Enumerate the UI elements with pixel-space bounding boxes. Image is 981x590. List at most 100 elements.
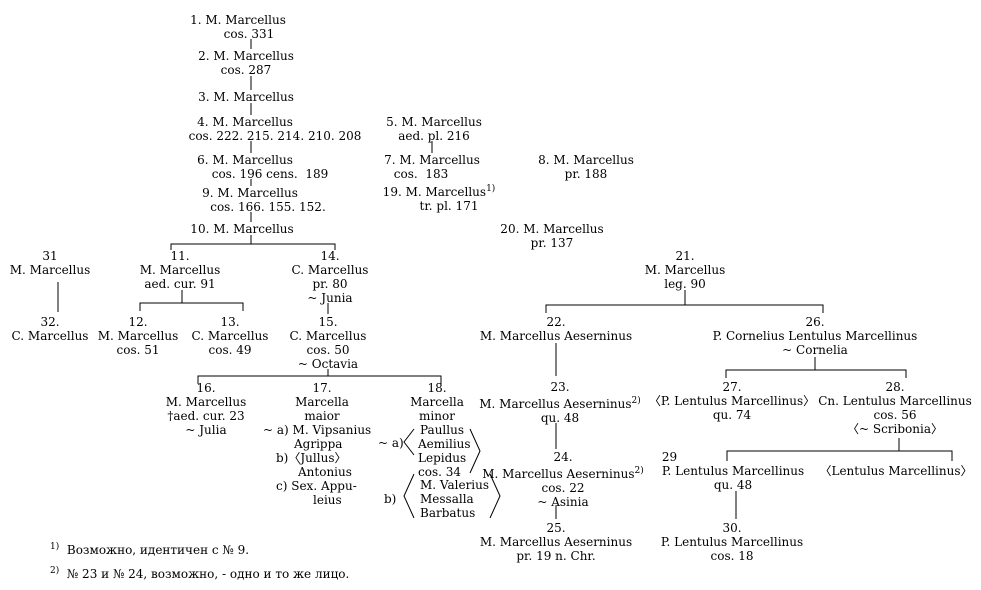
node-32-title: C. Marcellus (11, 329, 89, 343)
node-17: 17. Marcella maior (295, 381, 349, 423)
node-4-title: 4. M. Marcellus (197, 115, 293, 129)
node-29b: 〈Lentulus Marcellinus〉 (819, 464, 972, 478)
node-5-office: aed. pl. 216 (398, 129, 470, 143)
node-25: 25. M. Marcellus Aeserninus pr. 19 n. Ch… (480, 521, 632, 563)
node-32: 32. C. Marcellus (12, 315, 89, 343)
node-14-title: C. Marcellus (291, 263, 369, 277)
node-11-title: M. Marcellus (139, 263, 221, 277)
node-29-number: 29 (661, 450, 678, 464)
node-15: 15. C. Marcellus cos. 50 ~ Octavia (290, 315, 367, 371)
bracket-26-children (725, 357, 907, 378)
node-26-spouse: ~ Cornelia (782, 343, 848, 357)
node-17-spouse-b: b)〈Jullus〉 (263, 451, 371, 465)
node-18-a-line2: Aemilius (418, 437, 471, 451)
node-14-number: 14. (320, 249, 340, 263)
node-18-a-mark: ~ a) (378, 436, 404, 450)
bracket-10-children (170, 235, 336, 250)
node-15-spouse: ~ Octavia (297, 357, 359, 371)
angle-bracket-right-a (469, 428, 481, 474)
node-26: 26. P. Cornelius Lentulus Marcellinus ~ … (713, 315, 918, 357)
node-27-title: 〈P. Lentulus Marcellinus〉 (648, 394, 816, 408)
node-17-spouses: ~ a) M. Vipsanius Agrippa b)〈Jullus〉 Ant… (263, 423, 371, 507)
node-1-title: 1. M. Marcellus (190, 13, 286, 27)
node-5-title: 5. M. Marcellus (386, 115, 482, 129)
node-12: 12. M. Marcellus cos. 51 (98, 315, 178, 357)
node-19-office: tr. pl. 171 (419, 199, 479, 213)
node-16-office: †aed. cur. 23 (167, 409, 245, 423)
node-2-title: 2. M. Marcellus (198, 49, 294, 63)
node-16-number: 16. (196, 381, 216, 395)
node-31-title: M. Marcellus (9, 263, 91, 277)
node-2: 2. M. Marcellus cos. 287 (198, 49, 294, 77)
node-13: 13. C. Marcellus cos. 49 (192, 315, 269, 357)
node-11-office: aed. cur. 91 (144, 277, 216, 291)
node-8: 8. M. Marcellus pr. 188 (538, 153, 634, 181)
node-8-title: 8. M. Marcellus (538, 153, 634, 167)
node-12-number: 12. (128, 315, 148, 329)
node-17-b-mark: b) (276, 451, 289, 465)
node-23: 23. M. Marcellus Aeserninus2) qu. 48 (479, 380, 641, 425)
node-25-number: 25. (546, 521, 566, 535)
node-18-b-line1: M. Valerius (420, 478, 490, 492)
bracket-11-children (139, 290, 244, 311)
node-30-office: cos. 18 (710, 549, 754, 563)
node-19-note-mark: 1) (486, 184, 496, 194)
node-22-number: 22. (546, 315, 566, 329)
node-16-title: M. Marcellus (165, 395, 247, 409)
node-21: 21. M. Marcellus leg. 90 (645, 249, 725, 291)
node-27-office: qu. 74 (712, 408, 752, 422)
node-7: 7. M. Marcellus cos. 183 (384, 153, 480, 181)
footnote-2-mark: 2) (50, 566, 60, 576)
node-17-c-line2: leius (313, 493, 342, 507)
node-9-office: cos. 166. 155. 152. (210, 200, 326, 214)
node-21-number: 21. (675, 249, 695, 263)
node-1: 1. M. Marcellus cos. 331 (190, 13, 286, 41)
footnote-2: 2) № 23 и № 24, возможно, - одно и то же… (50, 566, 349, 581)
node-23-number: 23. (550, 380, 570, 394)
node-13-office: cos. 49 (208, 343, 252, 357)
node-18-number: 18. (427, 381, 447, 395)
node-30: 30. P. Lentulus Marcellinus cos. 18 (661, 521, 803, 563)
node-21-office: leg. 90 (664, 277, 706, 291)
node-17-spouse-c: c) Sex. Appu- (263, 479, 371, 493)
node-17-b-line1: 〈Jullus〉 (288, 451, 347, 465)
node-19-title: 19. M. Marcellus (382, 185, 487, 199)
angle-bracket-left-a (403, 428, 415, 456)
node-13-number: 13. (220, 315, 240, 329)
node-32-number: 32. (40, 315, 60, 329)
footnote-1-text: Возможно, идентичен с № 9. (66, 543, 250, 557)
node-17-b-line2: Antonius (298, 465, 352, 479)
node-28-spouse: 〈~ Scribonia〉 (846, 422, 943, 436)
node-27-number: 27. (722, 380, 742, 394)
node-26-title: P. Cornelius Lentulus Marcellinus (712, 329, 918, 343)
node-12-office: cos. 51 (116, 343, 160, 357)
node-4-office: cos. 222. 215. 214. 210. 208 (188, 129, 362, 143)
node-17-a-mark: ~ a) (263, 423, 289, 437)
node-17-c-line1: Sex. Appu- (291, 479, 357, 493)
node-9-title: 9. M. Marcellus (202, 186, 298, 200)
node-17-number: 17. (312, 381, 332, 395)
node-19-title-line: 19. M. Marcellus1) (383, 182, 496, 199)
node-19: 19. M. Marcellus1) tr. pl. 171 (383, 182, 496, 213)
angle-bracket-right-b (489, 473, 501, 519)
node-6-title: 6. M. Marcellus (197, 153, 293, 167)
node-31: 31 M. Marcellus (10, 249, 90, 277)
node-8-office: pr. 188 (564, 167, 608, 181)
node-18-a-line4: cos. 34 (418, 465, 462, 479)
node-23-note-mark: 2) (631, 396, 641, 406)
node-29-title: P. Lentulus Marcellinus (661, 464, 805, 478)
node-28-number: 28. (885, 380, 905, 394)
node-6-office: cos. 196 cens. 189 (211, 167, 329, 181)
node-7-office: cos. 183 (393, 167, 449, 181)
node-29-office: qu. 48 (713, 478, 753, 492)
node-23-title: M. Marcellus Aeserninus (479, 397, 632, 411)
node-18-spouse-a: Paullus Aemilius Lepidus cos. 34 (418, 423, 471, 479)
node-17-spouse-a: ~ a) M. Vipsanius (263, 423, 371, 437)
node-22: 22. M. Marcellus Aeserninus (480, 315, 632, 343)
footnote-2-text: № 23 и № 24, возможно, - одно и то же ли… (66, 567, 350, 581)
node-18-spouse-b: M. Valerius Messalla Barbatus (420, 478, 489, 520)
node-24-title: M. Marcellus Aeserninus (482, 467, 635, 481)
node-14-office: pr. 80 (312, 277, 348, 291)
